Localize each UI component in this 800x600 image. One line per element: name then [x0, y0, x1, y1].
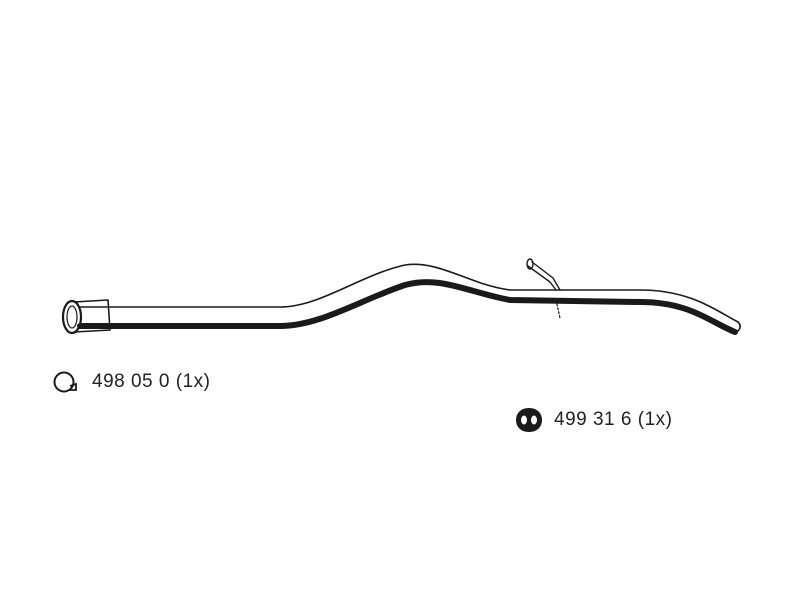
hanger-bracket-foot: [555, 299, 561, 319]
clamp-icon: [52, 370, 82, 394]
exhaust-pipe: [61, 258, 741, 335]
part-number-hanger: 499 31 6 (1x): [554, 409, 673, 430]
part-label-clamp: 498 05 0 (1x): [52, 370, 210, 394]
pipe-inlet-sleeve: [73, 299, 111, 333]
pipe-top-edge: [79, 263, 739, 323]
hanger-bracket-tip: [526, 258, 534, 270]
part-number-clamp: 498 05 0 (1x): [92, 371, 211, 392]
pipe-bottom-edge: [77, 279, 738, 335]
pipe-inlet-inner: [66, 305, 78, 329]
part-label-hanger: 499 31 6 (1x): [514, 406, 672, 434]
rubber-hanger-icon: [514, 406, 544, 434]
hanger-bracket-rod-2: [531, 261, 561, 291]
hanger-bracket-rod: [527, 265, 557, 291]
pipe-inlet-opening: [61, 299, 83, 335]
pipe-tail-end: [734, 321, 741, 333]
